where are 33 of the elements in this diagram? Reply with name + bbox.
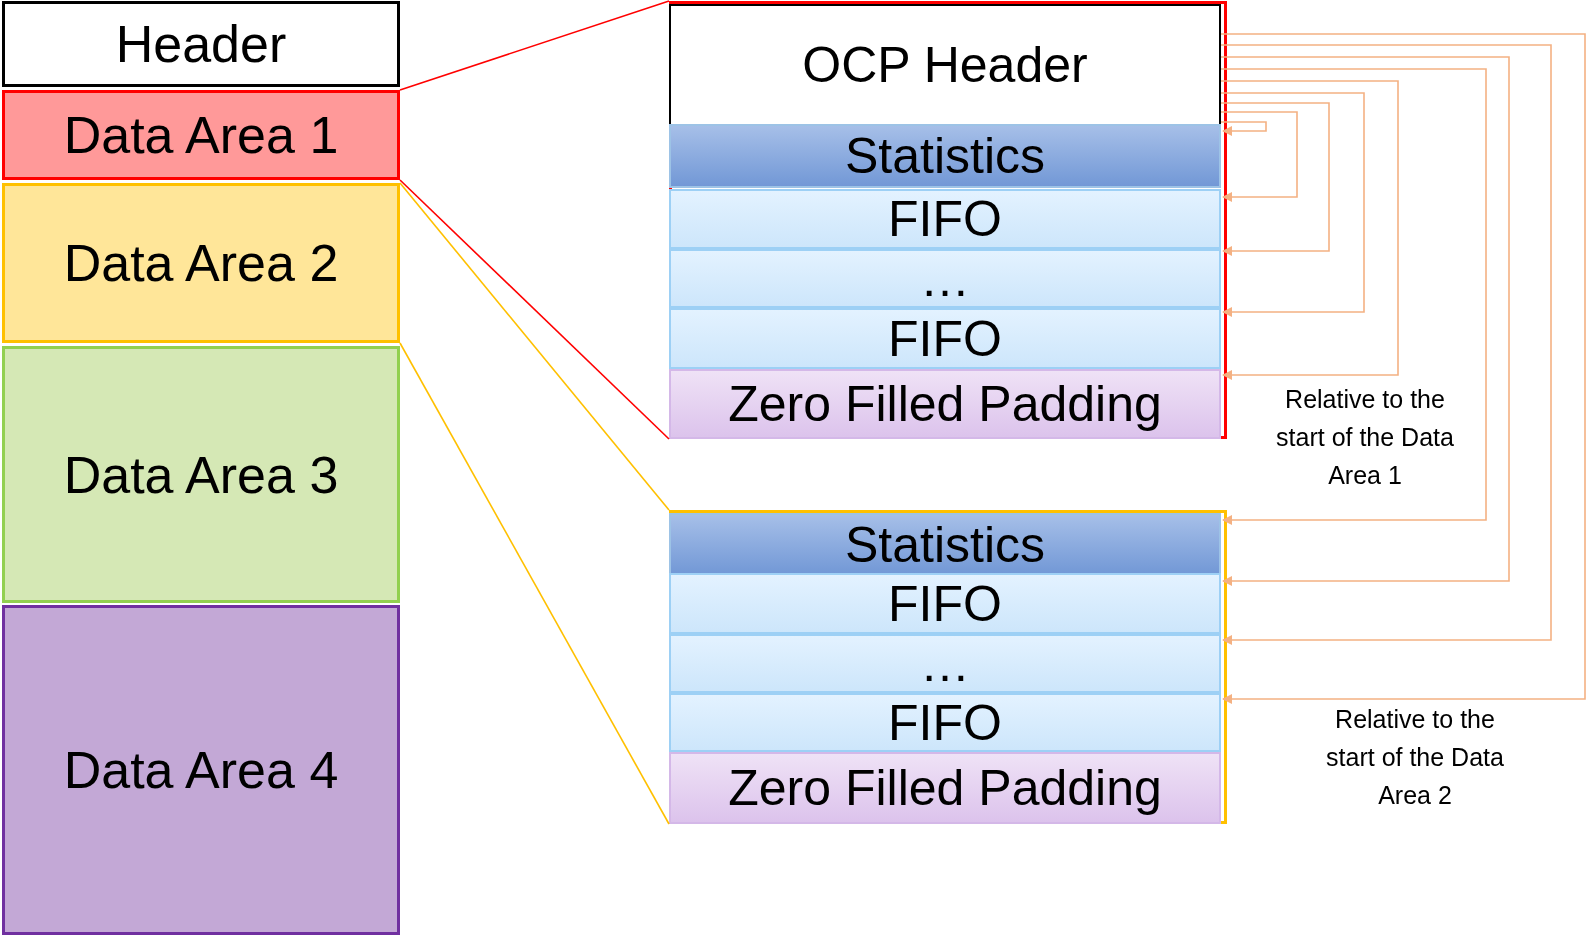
data-area-block: Data Area 4 [2, 605, 400, 935]
offset-arrow [1220, 121, 1267, 136]
data-area-block: Data Area 1 [2, 90, 400, 180]
fifo-block: FIFO [669, 308, 1221, 369]
offset-arrow [1220, 80, 1399, 380]
offset-arrow [1220, 33, 1586, 704]
offset-arrow [1220, 56, 1510, 586]
data-area-block: Data Area 3 [2, 346, 400, 603]
offset-arrow [1220, 68, 1487, 525]
offset-arrow [1220, 92, 1365, 317]
header-block: OCP Header [669, 4, 1221, 126]
ellipsis-block: … [669, 634, 1221, 693]
offset-arrow [1220, 102, 1330, 256]
offset-arrow [1220, 44, 1552, 645]
padding-block: Zero Filled Padding [669, 369, 1221, 439]
expanded-data-area-frame [669, 510, 1227, 824]
data-area-block: Data Area 2 [2, 183, 400, 343]
note-text: Relative to the start of the Data Area 1 [1275, 384, 1455, 491]
statistics-block: Statistics [669, 124, 1221, 188]
zoom-line [399, 0, 670, 91]
fifo-block: FIFO [669, 189, 1221, 249]
zoom-line [399, 182, 670, 511]
zoom-line [399, 342, 670, 825]
statistics-block: Statistics [669, 513, 1221, 576]
header-block: Header [2, 1, 400, 87]
fifo-block: FIFO [669, 573, 1221, 634]
expanded-data-area-frame [669, 1, 1227, 439]
fifo-block: FIFO [669, 693, 1221, 752]
zoom-line [399, 179, 670, 440]
offset-arrow [1220, 111, 1298, 202]
padding-block: Zero Filled Padding [669, 752, 1221, 824]
ellipsis-block: … [669, 249, 1221, 308]
note-text: Relative to the start of the Data Area 2 [1325, 704, 1505, 811]
